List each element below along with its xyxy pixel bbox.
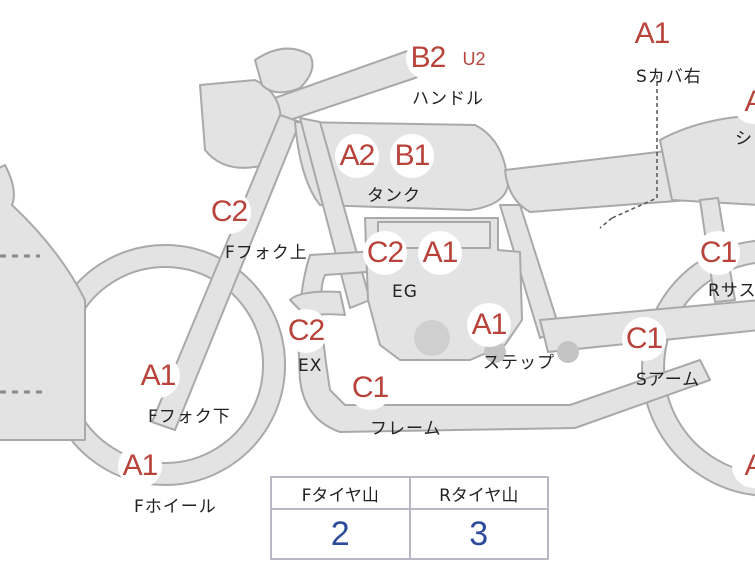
handle-code-u2: U2	[459, 44, 489, 74]
tank-label: タンク	[367, 186, 421, 206]
step-code-a1: A1	[467, 303, 511, 347]
engine-label: EG	[392, 282, 418, 302]
seat-shape	[504, 149, 691, 213]
seat-label: シ	[735, 129, 753, 149]
side-cover-leader-line	[611, 75, 658, 219]
frame-code-c1: C1	[348, 366, 392, 410]
side-cover-code-a1: A1	[630, 12, 674, 56]
engine-crank-cover	[414, 320, 450, 356]
front-tire-header: Fタイヤ山	[270, 476, 411, 510]
step-label: ステップ	[483, 353, 555, 373]
swing-arm-code-c1: C1	[622, 317, 666, 361]
front-wheel-label: Fホイール	[134, 497, 217, 517]
tire-tread-table: Fタイヤ山 Rタイヤ山 2 3	[270, 476, 549, 560]
rear-tire-header: Rタイヤ山	[408, 476, 549, 510]
tank-code-a2: A2	[335, 134, 379, 178]
footpeg-right	[557, 341, 579, 363]
rear-wheel-code-a: A	[732, 444, 755, 488]
engine-code-a1: A1	[418, 231, 462, 275]
front-fork-shape	[151, 114, 301, 431]
front-wheel-code-a1: A1	[118, 444, 162, 488]
exhaust-label: EX	[298, 356, 323, 376]
rear-tire-value: 3	[408, 508, 549, 560]
tire-table-value-row: 2 3	[270, 508, 549, 560]
fork-lower-label: Fフォク下	[148, 407, 231, 427]
side-cover-label: Sカバ右	[636, 67, 702, 87]
handle-code-b2: B2	[406, 36, 450, 80]
fork-upper-code-c2: C2	[207, 190, 251, 234]
seat-code-a: A	[732, 80, 755, 124]
front-fairing-shape	[0, 164, 86, 441]
handle-label: ハンドル	[412, 89, 484, 109]
rear-suspension-code-c1: C1	[696, 231, 740, 275]
fork-upper-label: Fフォク上	[225, 243, 308, 263]
rear-cowl-shape	[659, 114, 755, 206]
fork-lower-code-a1: A1	[136, 354, 180, 398]
tire-table-header-row: Fタイヤ山 Rタイヤ山	[270, 476, 549, 510]
front-tire-value: 2	[270, 508, 411, 560]
exhaust-code-c2: C2	[284, 309, 328, 353]
engine-code-c2: C2	[363, 231, 407, 275]
side-cover-leader-tail	[599, 217, 613, 229]
fork-clamp-shape	[254, 47, 314, 94]
frame-label: フレーム	[370, 419, 442, 439]
tank-code-b1: B1	[390, 134, 434, 178]
swing-arm-label: Sアーム	[636, 370, 701, 390]
rear-suspension-label: Rサス	[708, 281, 755, 301]
